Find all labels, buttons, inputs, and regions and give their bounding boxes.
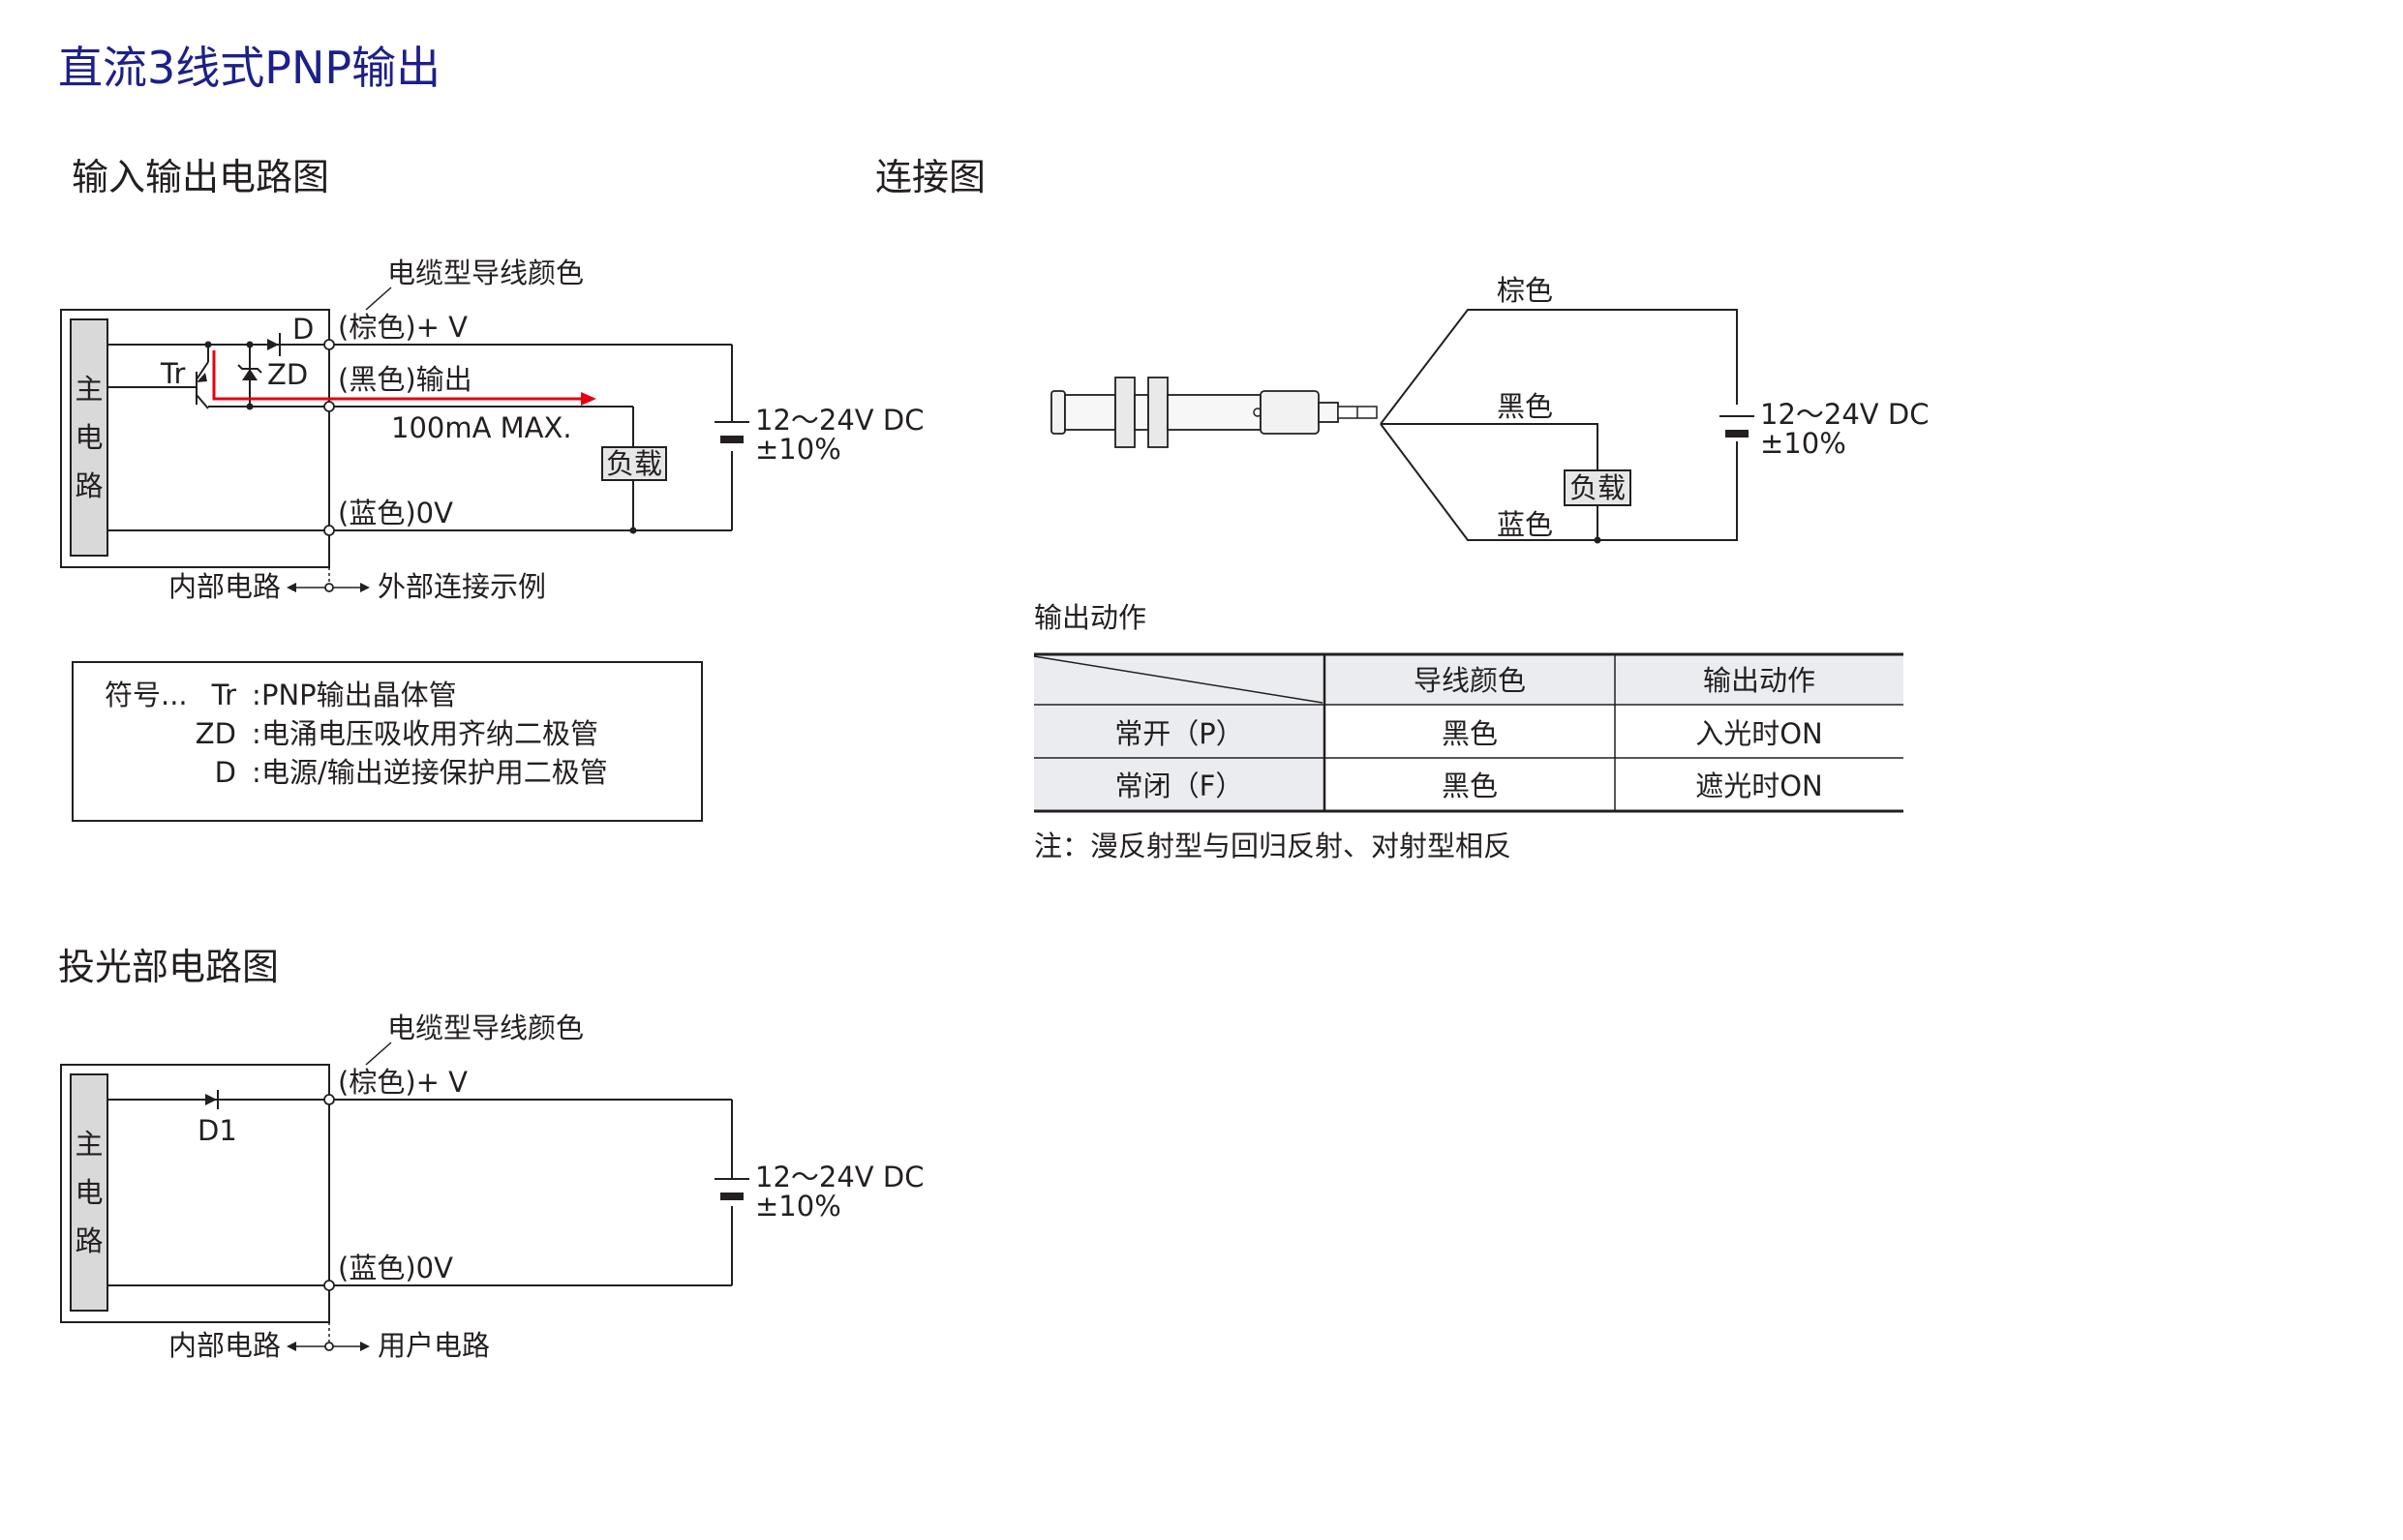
row-action: 入光时ON [1695,717,1823,750]
legend-symbol-d: D [215,756,236,789]
blue-wire [1380,423,1738,541]
legend-symbol-tr: Tr [211,679,236,711]
black-label: 黑色 [1497,390,1553,423]
terminal-node-zero [323,1280,335,1291]
battery-negative-plate [720,436,744,443]
symbol-legend: 符号... Tr : PNP输出晶体管 ZD : 电涌电压吸收用齐纳二极管 D … [72,661,703,822]
row-mode: 常闭（F） [1115,770,1244,802]
junction-dot [246,403,254,410]
legend-desc-tr: PNP输出晶体管 [261,679,457,711]
header-wire-color: 导线颜色 [1414,664,1526,697]
label-d: D [292,313,314,346]
legend-colon: : [252,717,261,750]
junction-dot [204,341,212,348]
emitter-circuit-diagram: 投光部电路图 主 电 路 D1 电缆型导线颜色 (棕色)+ V (蓝色)0V 1… [58,946,924,1362]
blue-wire-label: (蓝色)0V [338,1252,453,1284]
output-action-heading: 输出动作 [1034,601,1146,634]
io-circuit-diagram: 输入输出电路图 主 电 路 Tr Z [60,156,924,603]
arrow-right-icon [360,1342,370,1351]
main-circuit-char-2: 电 [75,421,103,454]
internal-circuit-label: 内部电路 [168,1329,281,1362]
main-circuit-char-3: 路 [75,469,103,502]
external-example-label: 外部连接示例 [378,570,546,603]
load-label: 负载 [606,447,662,480]
output-action-table: 输出动作 导线颜色 输出动作 常开（P） 黑色 入光时ON 常闭（F） 黑色 遮… [1033,601,1903,862]
main-circuit-char-1: 主 [75,373,103,406]
arrow-left-icon [287,1342,296,1351]
output-current-arrow [581,392,596,406]
io-circuit-heading: 输入输出电路图 [72,156,329,198]
supply-voltage: 12～24V DC [755,1161,924,1193]
boundary-node [324,1342,334,1351]
table-note: 注：漫反射型与回归反射、对射型相反 [1034,830,1511,862]
row-action: 遮光时ON [1695,770,1823,802]
internal-circuit-label: 内部电路 [168,570,281,603]
black-wire-label: (黑色)输出 [338,363,472,396]
sensor-illustration [1050,377,1378,448]
pnp-transistor [184,345,209,409]
label-d1: D1 [198,1114,237,1147]
main-circuit-block [70,1073,108,1312]
brown-wire-label: (棕色)+ V [338,1066,468,1099]
blue-wire-label: (蓝色)0V [338,497,453,529]
legend-symbol-zd: ZD [196,717,236,750]
table-diagonal [1033,655,1323,704]
boundary-node [324,583,334,592]
brown-wire-label: (棕色)+ V [338,311,468,344]
main-circuit-char-2: 电 [75,1176,103,1209]
black-wire [1381,423,1598,470]
user-circuit-label: 用户电路 [378,1329,490,1362]
arrow-right-icon [360,583,370,592]
arrow-left-icon [287,583,296,592]
supply-tolerance: ±10% [755,433,841,466]
cable-label-leader [365,287,392,311]
legend-colon: : [252,756,261,789]
supply-voltage: 12～24V DC [1760,398,1929,431]
main-circuit-block [70,318,108,557]
battery-negative-plate [720,1193,744,1200]
page-title: 直流3线式PNP输出 [58,42,441,94]
load-label: 负载 [1569,471,1626,504]
label-zd: ZD [267,358,308,391]
brown-wire [1380,309,1738,425]
output-current-path [212,350,587,401]
d1-diode [205,1090,219,1109]
supply-voltage: 12～24V DC [755,404,924,437]
main-circuit-char-1: 主 [75,1128,103,1161]
terminal-node-positive [323,339,335,350]
load-box [601,446,667,481]
connection-diagram: 连接图 棕色 黑色 蓝色 负载 12～24V DC ±10% [875,156,1929,544]
junction-dot [1594,536,1601,544]
supply-tolerance: ±10% [755,1190,841,1223]
battery-negative-plate [1725,430,1749,438]
cable-color-label: 电缆型导线颜色 [387,257,584,289]
brown-label: 棕色 [1497,274,1553,307]
terminal-node-output [323,401,335,412]
terminal-node-zero [323,525,335,536]
main-circuit-char-3: 路 [75,1224,103,1257]
label-tr: Tr [160,357,185,390]
connection-heading: 连接图 [875,156,986,198]
legend-desc-zd: 电涌电压吸收用齐纳二极管 [261,717,598,750]
cable-color-label: 电缆型导线颜色 [387,1012,584,1044]
legend-box [72,661,703,822]
legend-prefix: 符号... [105,679,188,711]
header-output-action: 输出动作 [1703,664,1815,697]
legend-desc-d: 电源/输出逆接保护用二极管 [261,756,608,789]
row-mode: 常开（P） [1114,717,1244,750]
supply-tolerance: ±10% [1760,427,1846,460]
junction-dot [246,341,254,348]
zener-diode [237,345,262,407]
cable-label-leader [365,1042,392,1066]
terminal-node-positive [323,1094,335,1105]
blue-label: 蓝色 [1497,508,1553,541]
emitter-heading: 投光部电路图 [58,946,279,988]
legend-colon: : [252,679,261,711]
protection-diode [267,333,281,356]
row-wire-color: 黑色 [1442,770,1498,802]
current-rating: 100mA MAX. [391,411,572,444]
load-box [1564,469,1631,506]
row-wire-color: 黑色 [1442,717,1498,750]
